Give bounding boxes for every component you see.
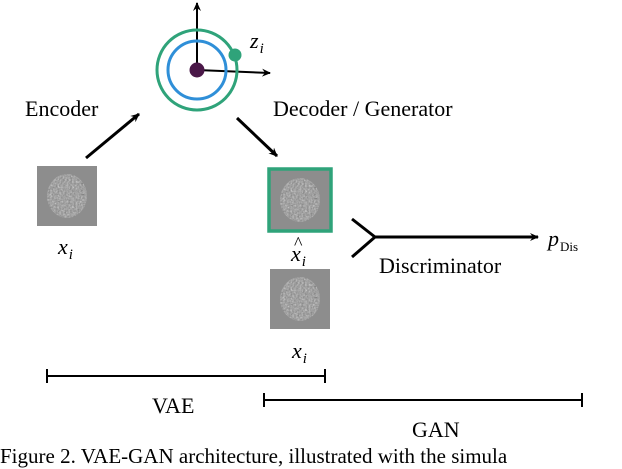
- gan-span: [263, 393, 583, 407]
- latent-inner-ring: [166, 39, 228, 101]
- discriminator-arrow: [351, 217, 539, 259]
- decoder-arrow: [235, 116, 279, 158]
- encoder-arrow: [85, 112, 140, 160]
- p-symbol: p: [548, 226, 559, 251]
- latent-space: [155, 2, 271, 112]
- input-x-label: xi: [58, 234, 73, 263]
- encoder-label: Encoder: [25, 96, 99, 121]
- real-x-label: xi: [292, 338, 307, 367]
- latent-z-label: zi: [250, 28, 264, 57]
- x2-subscript: i: [302, 351, 307, 367]
- generated-xhat-label: ^xi: [291, 234, 306, 270]
- latent-x-axis: [196, 68, 271, 77]
- x2-symbol: x: [292, 338, 302, 363]
- p-subscript: Dis: [560, 239, 579, 254]
- z-subscript: i: [259, 41, 264, 57]
- generated-frame: [267, 167, 333, 233]
- xhat-subscript: i: [301, 254, 306, 270]
- input-image-patch: [37, 166, 97, 226]
- gan-label: GAN: [412, 417, 460, 442]
- latent-outer-ring: [155, 28, 239, 112]
- x-subscript: i: [68, 247, 73, 263]
- p-dis-label: pDis: [548, 226, 578, 254]
- generated-image-patch: [267, 167, 333, 233]
- vae-label: VAE: [152, 393, 195, 418]
- discriminator-label: Discriminator: [379, 253, 502, 278]
- x-symbol: x: [58, 234, 68, 259]
- decoder-label: Decoder / Generator: [273, 96, 453, 121]
- xhat-symbol: x: [291, 241, 301, 266]
- real-image-patch: [270, 269, 330, 329]
- figure-caption: Figure 2. VAE-GAN architecture, illustra…: [0, 444, 508, 468]
- vae-span: [46, 369, 326, 383]
- hat-accent: ^: [294, 233, 303, 253]
- latent-sample-dot: [228, 48, 242, 62]
- z-symbol: z: [250, 28, 259, 53]
- latent-center-dot: [189, 62, 205, 78]
